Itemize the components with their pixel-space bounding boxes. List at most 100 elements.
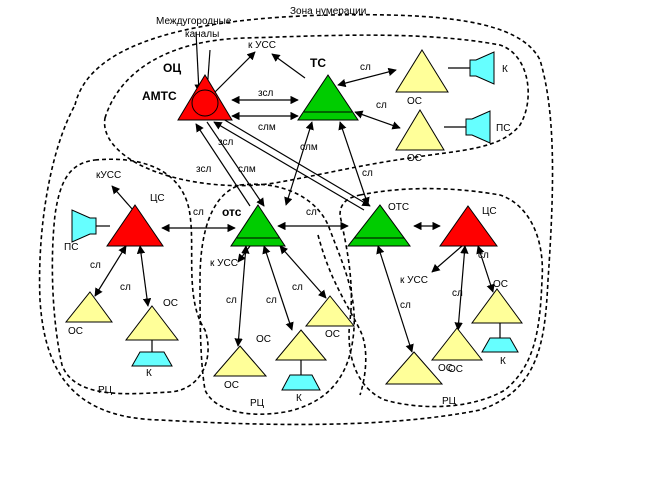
- ps-top-label: ПС: [496, 123, 510, 134]
- sl-ts-right-label: сл: [362, 168, 373, 179]
- sl-left1-label: сл: [90, 260, 101, 271]
- ots-mid-os3-link: [279, 245, 327, 299]
- os-right2-label: ОС: [448, 364, 463, 375]
- intercity-label: Междугородные: [156, 16, 232, 27]
- ots-mid-node: [230, 204, 286, 247]
- sl-mid3-label: сл: [292, 282, 303, 293]
- os-top1-label: ОС: [407, 96, 422, 107]
- k-right-label: К: [500, 356, 506, 367]
- rc-mid-label: РЦ: [250, 398, 265, 409]
- sl-ts-os2-label: сл: [376, 100, 387, 111]
- slm-label-3: слм: [300, 142, 318, 153]
- os-mid1-label: ОС: [224, 380, 239, 391]
- cs-left-os2-link: [136, 245, 152, 307]
- sl-mid-center-label: сл: [306, 207, 317, 218]
- os-mid3-label: ОС: [325, 329, 340, 340]
- mid-separator-curve: [317, 234, 367, 396]
- sl-left-cs-label: сл: [193, 207, 204, 218]
- k-mid-terminal: [281, 374, 321, 391]
- ots-mid-os2-link: [262, 245, 294, 331]
- oc-area-boundary: [103, 34, 529, 187]
- k-top-label: К: [502, 64, 508, 75]
- k-left-label: К: [146, 368, 152, 379]
- sl-right-cs2-label: сл: [452, 288, 463, 299]
- cs-right-node: [439, 205, 498, 247]
- ts-os-top1-link: [337, 67, 397, 88]
- os-mid1-node: [212, 345, 268, 377]
- k-uss-mid-label: к УСС: [210, 258, 238, 269]
- kuss-left-label: кУСС: [96, 170, 121, 181]
- ts-ots-mid-link: [284, 121, 314, 206]
- sl-ts-os1-label: сл: [360, 62, 371, 73]
- ts-label: ТС: [310, 56, 326, 70]
- os-mid2-node: [274, 329, 328, 361]
- sl-mid1-label: сл: [226, 295, 237, 306]
- os-left1-label: ОС: [68, 326, 83, 337]
- k-uss-right-label: к УСС: [400, 275, 428, 286]
- rc-left-boundary: [51, 158, 209, 395]
- ots-mid-label: отс: [222, 205, 242, 219]
- amts-circle: [191, 89, 219, 117]
- os-mid3-node: [304, 295, 356, 327]
- ts-os-top2-link: [354, 110, 401, 130]
- ts-to-uss-link: [271, 53, 306, 79]
- ots-mid-os1-link: [234, 245, 250, 347]
- nodes: [64, 49, 523, 391]
- ts-ots-right-link: [338, 121, 370, 206]
- os-top2-node: [395, 109, 445, 151]
- k-right-terminal: [481, 337, 519, 353]
- sl-right-cs1-label: сл: [478, 250, 489, 261]
- cs-right-uss-link: [431, 245, 463, 273]
- k-mid-label: К: [296, 393, 302, 404]
- oc-label: ОЦ: [163, 61, 181, 75]
- zsl-label-1: зсл: [258, 88, 273, 99]
- connections: [94, 31, 501, 375]
- cs-left-uss-link: [111, 185, 134, 211]
- ts-node: [297, 74, 359, 121]
- cs-right-os1-link: [454, 245, 469, 331]
- amts-to-uss-link: [214, 51, 256, 93]
- amts-ots-mid-line-a: [206, 121, 265, 207]
- os-right3-node: [471, 288, 523, 324]
- zsl-label-2: зсл: [218, 137, 233, 148]
- rc-right-boundary: [339, 187, 544, 408]
- cs-right-os2-link: [476, 245, 495, 293]
- os-right1-node: [384, 351, 444, 385]
- os-right1-label: ОС: [438, 363, 453, 374]
- ots-right-os-link: [376, 245, 414, 353]
- ots-right-node: [346, 204, 411, 247]
- ps-top-terminal: [465, 110, 491, 144]
- os-left2-node: [124, 305, 180, 341]
- amts-label: АМТС: [142, 89, 177, 103]
- os-left1-node: [64, 291, 113, 323]
- os-right2-node: [430, 327, 484, 361]
- intercity-channel-line-1: [194, 31, 203, 93]
- os-top2-label: ОС: [407, 153, 422, 164]
- numbering-zone-boundary: [38, 13, 554, 426]
- slm-label-1: слм: [258, 122, 276, 133]
- slm-label-2: слм: [238, 164, 256, 175]
- cs-right-label: ЦС: [482, 206, 497, 217]
- k-left-terminal: [131, 351, 173, 367]
- rc-right-label: РЦ: [442, 396, 457, 407]
- os-right3-label: ОС: [493, 279, 508, 290]
- sl-right-ots-label: сл: [400, 300, 411, 311]
- ots-mid-uss-link: [237, 245, 251, 263]
- os-top1-node: [395, 49, 449, 93]
- cs-left-label: ЦС: [150, 193, 165, 204]
- labels: Зона нумерации Междугородные каналы ОЦ А…: [64, 6, 510, 409]
- sl-left2-label: сл: [120, 282, 131, 293]
- k-uss-top-label: к УСС: [248, 40, 276, 51]
- channels-label: каналы: [185, 29, 219, 40]
- k-top-terminal: [469, 51, 495, 85]
- rc-left-label: РЦ: [98, 385, 113, 396]
- ots-right-label: ОТС: [388, 202, 409, 213]
- cs-left-os1-link: [94, 245, 127, 297]
- os-left2-label: ОС: [163, 298, 178, 309]
- numbering-zone-label: Зона нумерации: [290, 6, 366, 17]
- ps-left-terminal: [71, 209, 97, 243]
- amts-ots-mid-line-b: [195, 123, 251, 207]
- cs-left-node: [106, 204, 164, 247]
- sl-mid2-label: сл: [266, 295, 277, 306]
